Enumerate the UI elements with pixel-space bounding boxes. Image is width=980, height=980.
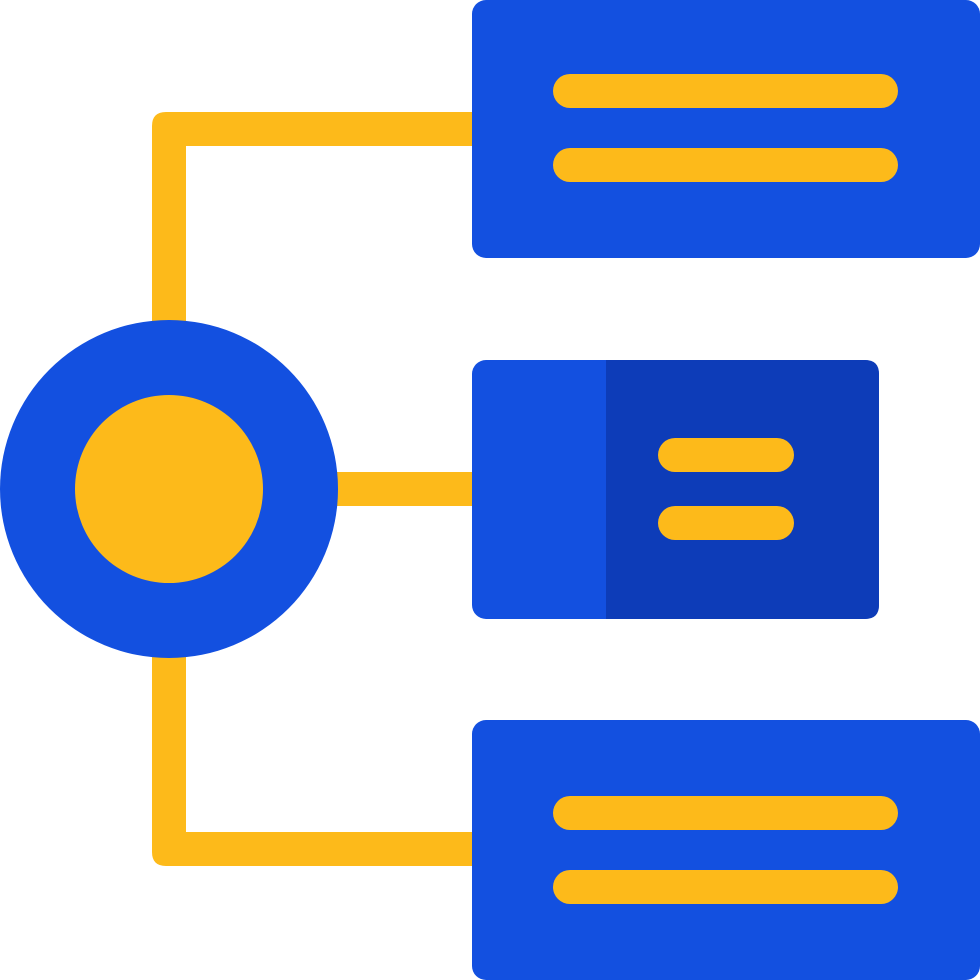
child-box-middle	[472, 360, 879, 619]
child-box-bottom-body	[472, 720, 980, 980]
connector-top	[152, 112, 478, 330]
root-node-inner	[75, 395, 263, 583]
text-line-icon	[553, 148, 898, 182]
child-box-top	[472, 0, 980, 258]
text-line-icon	[553, 796, 898, 830]
text-line-icon	[658, 438, 794, 472]
child-box-top-body	[472, 0, 980, 258]
connector-lines	[152, 112, 480, 866]
child-box-middle-shade	[606, 360, 879, 619]
text-line-icon	[553, 74, 898, 108]
child-box-bottom	[472, 720, 980, 980]
text-line-icon	[658, 506, 794, 540]
connector-bottom	[152, 650, 478, 866]
root-node	[0, 320, 338, 658]
text-line-icon	[553, 870, 898, 904]
connector-middle	[330, 472, 480, 506]
